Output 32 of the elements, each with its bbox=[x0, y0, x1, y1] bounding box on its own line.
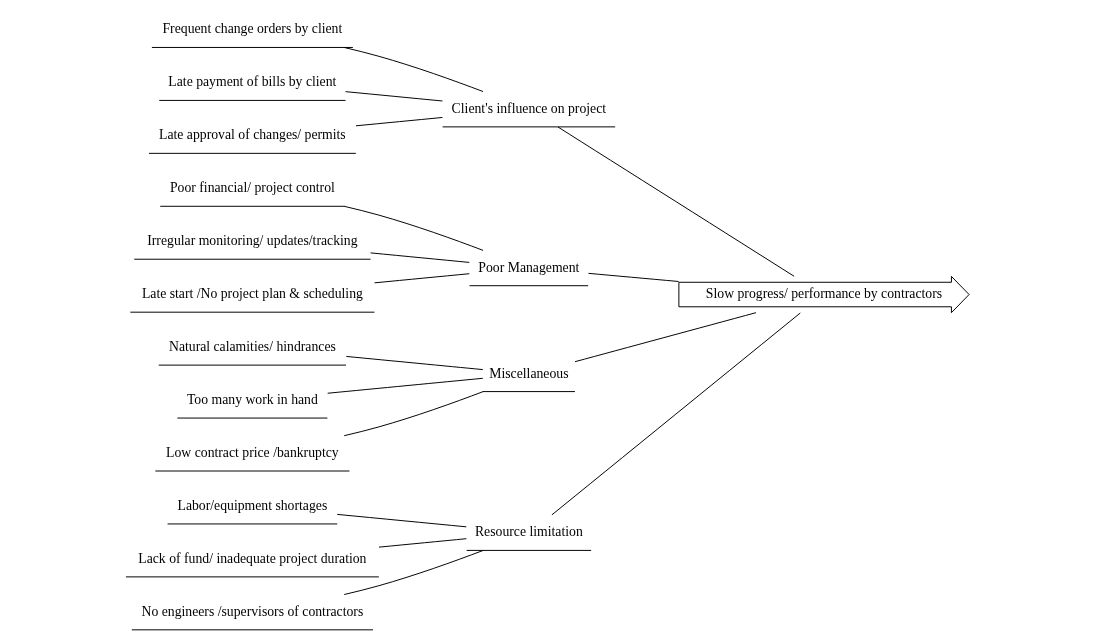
node-text: Lack of fund/ inadequate project duration bbox=[137, 550, 366, 566]
node-text: Frequent change orders by client bbox=[161, 21, 342, 37]
connector bbox=[343, 391, 484, 437]
connector bbox=[355, 117, 443, 127]
connector bbox=[343, 205, 484, 251]
node-text: Low contract price /bankruptcy bbox=[165, 444, 339, 460]
connector bbox=[378, 538, 467, 548]
connector bbox=[336, 513, 467, 528]
connector bbox=[345, 355, 483, 371]
connector bbox=[556, 126, 795, 277]
connector bbox=[344, 91, 443, 102]
connector bbox=[550, 312, 801, 516]
connector bbox=[326, 377, 483, 394]
node-text: Resource limitation bbox=[474, 524, 583, 540]
connector bbox=[587, 272, 679, 282]
connector bbox=[369, 252, 470, 263]
node-text: Irregular monitoring/ updates/tracking bbox=[146, 233, 358, 249]
node-text: Miscellaneous bbox=[488, 365, 568, 381]
node-text: Too many work in hand bbox=[186, 392, 318, 408]
node-text: Labor/equipment shortages bbox=[177, 497, 327, 513]
node-text: Late payment of bills by client bbox=[167, 74, 336, 90]
node-text: Client's influence on project bbox=[451, 100, 606, 116]
connector bbox=[373, 273, 470, 284]
node-text: Late approval of changes/ permits bbox=[158, 127, 346, 143]
connector bbox=[574, 312, 756, 363]
node-text: Natural calamities/ hindrances bbox=[168, 339, 336, 355]
node-text: No engineers /supervisors of contractors bbox=[141, 603, 363, 619]
connector bbox=[343, 47, 484, 93]
node-text: Poor financial/ project control bbox=[169, 180, 335, 196]
node-text: Poor Management bbox=[477, 259, 579, 275]
connector bbox=[343, 549, 484, 595]
node-text: Late start /No project plan & scheduling bbox=[141, 286, 363, 302]
